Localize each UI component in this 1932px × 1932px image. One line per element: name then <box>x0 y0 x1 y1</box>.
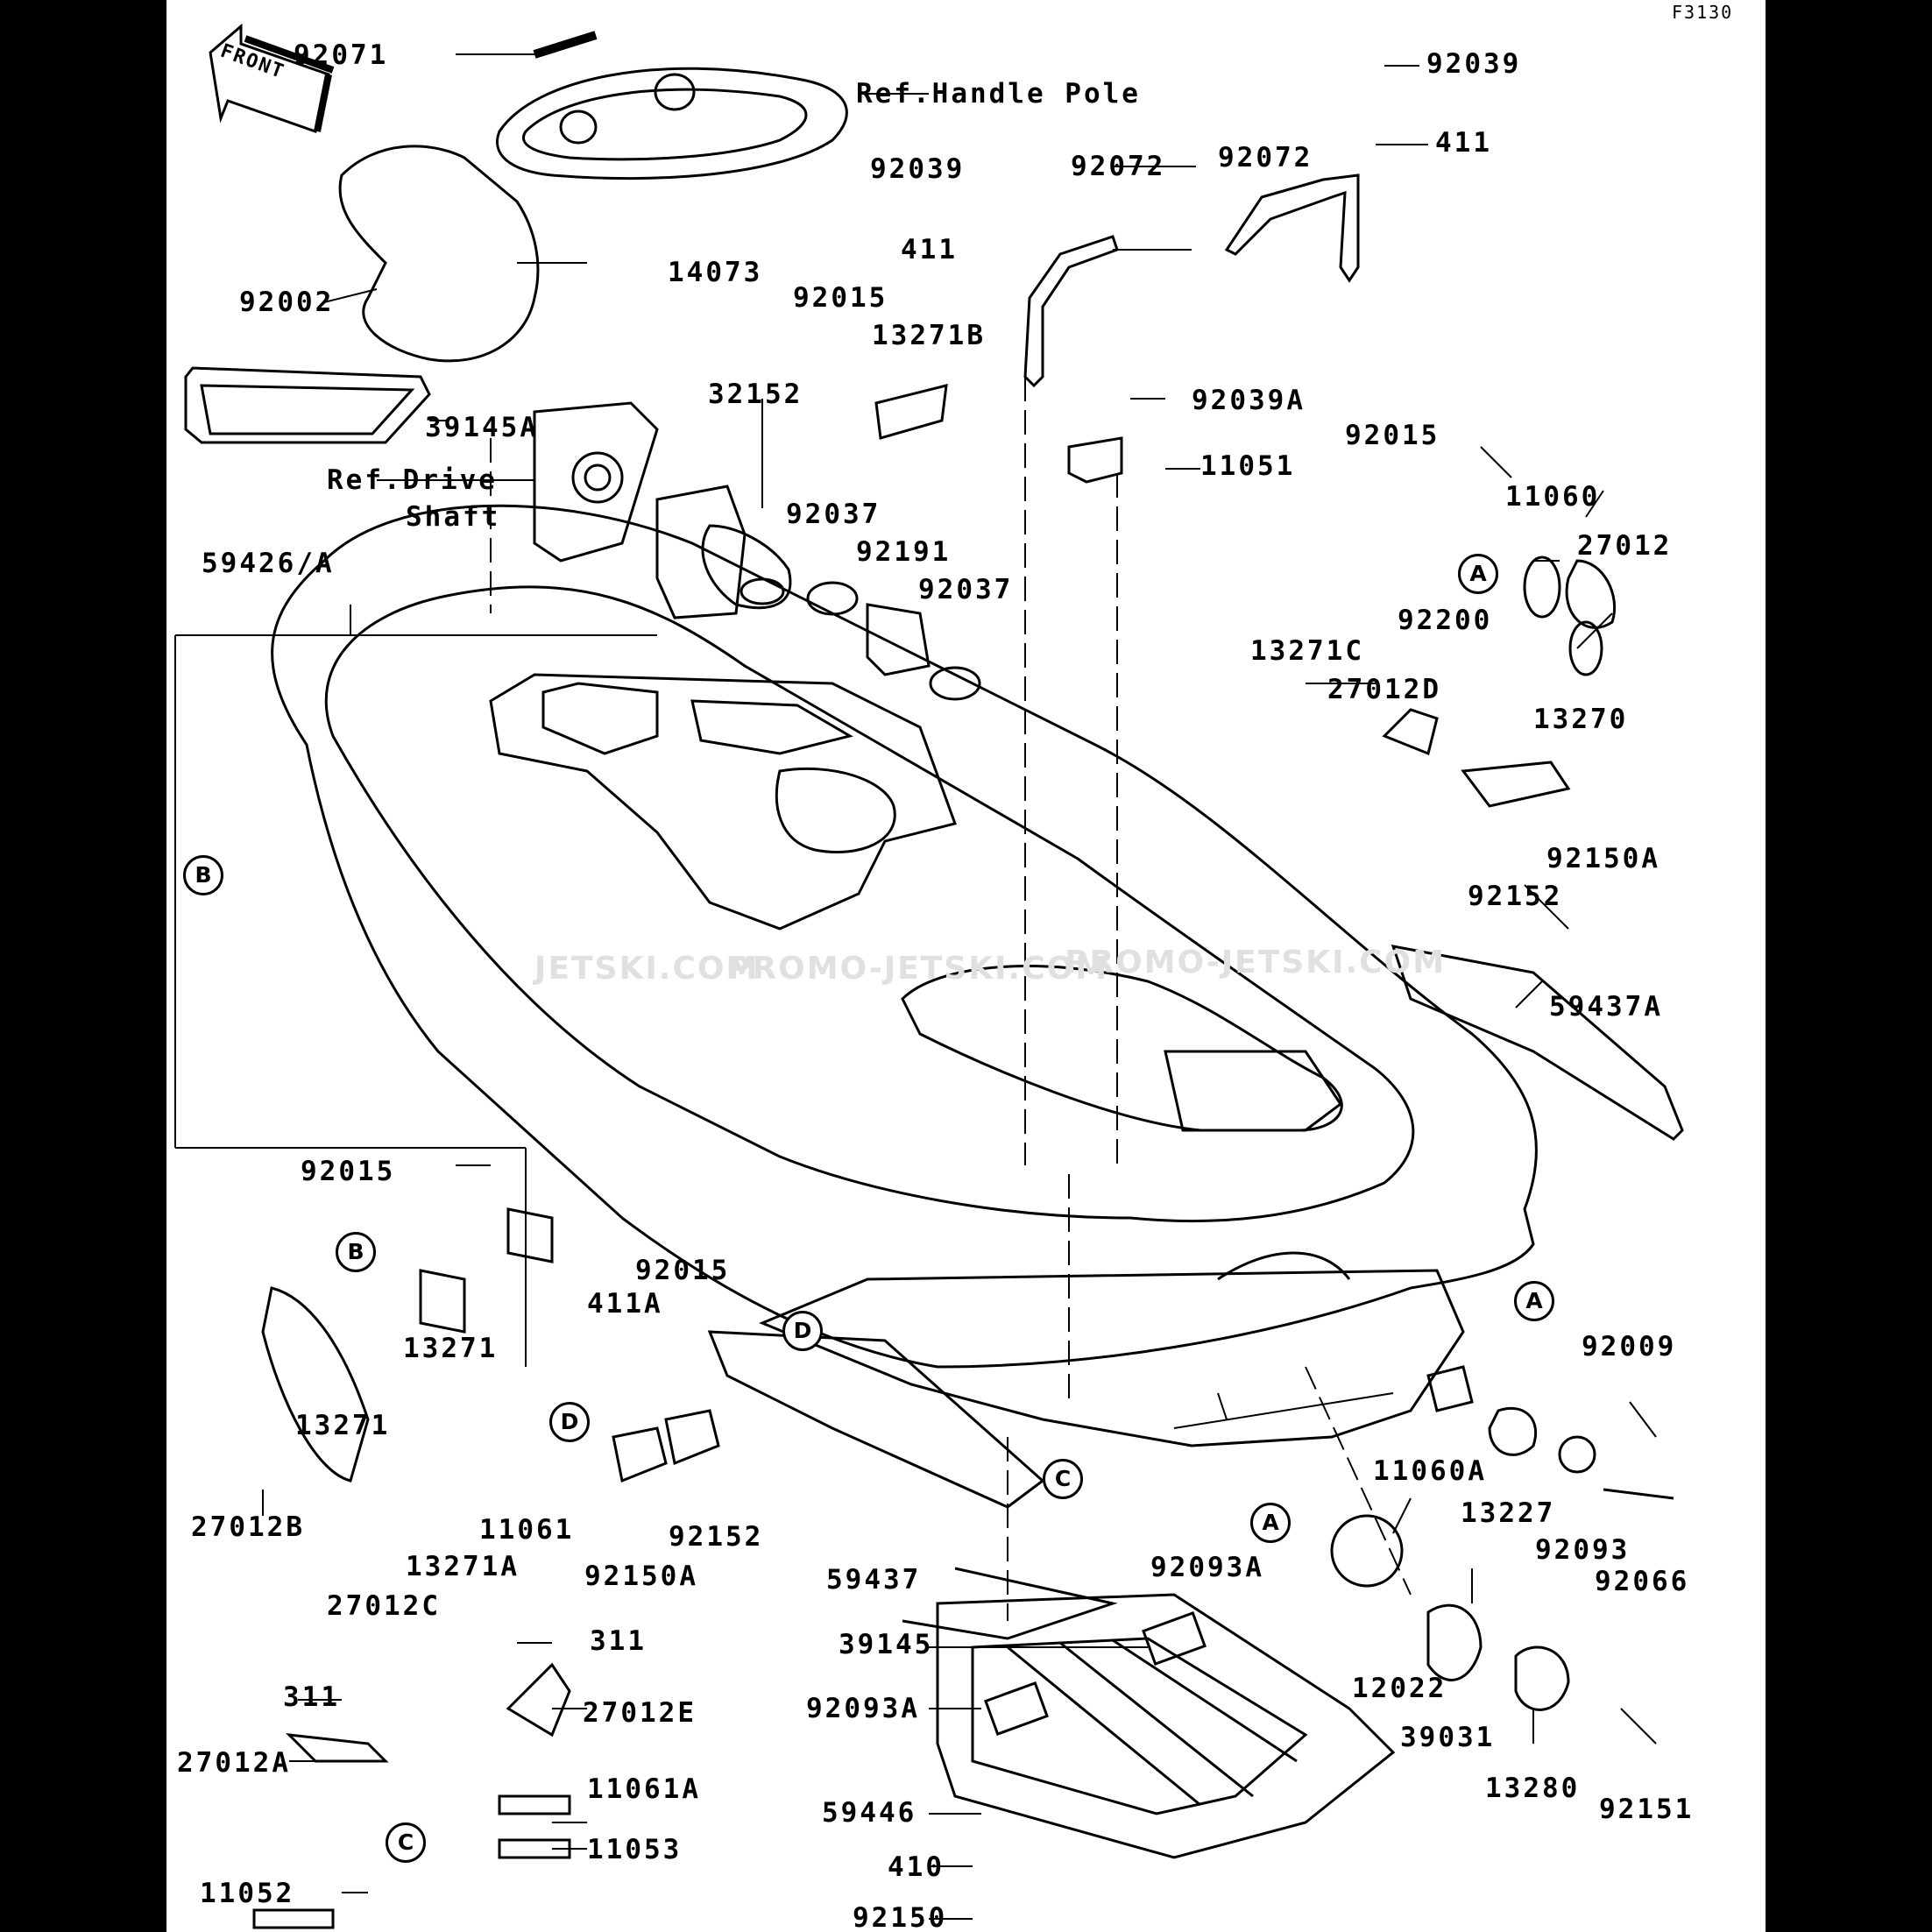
part-label: 13271 <box>403 1333 499 1364</box>
bracket-left <box>1023 235 1119 388</box>
parts-diagram-sheet: F3130 FRONT JETSKI.COM PROMO-JETSKI.COM … <box>166 0 1766 1932</box>
part-label: 92150A <box>1546 843 1660 874</box>
part-label: 411A <box>587 1288 663 1320</box>
part-label: 13270 <box>1533 704 1629 735</box>
part-label: 92152 <box>1468 881 1563 912</box>
part-label: 11061A <box>587 1773 701 1805</box>
part-label: 11061 <box>479 1514 575 1546</box>
part-label: 13271 <box>295 1410 391 1441</box>
part-label: 92015 <box>635 1255 731 1286</box>
part-label: 92151 <box>1599 1794 1695 1825</box>
part-label: 92150 <box>853 1902 948 1932</box>
drive-shaft-plate <box>533 401 659 563</box>
part-label: 59437A <box>1549 991 1663 1023</box>
part-label: 92015 <box>301 1156 396 1187</box>
part-label: 92071 <box>294 39 389 71</box>
handle-pole-plate <box>496 67 848 180</box>
gasket-ring <box>184 366 431 444</box>
front-rail <box>707 1330 1045 1509</box>
part-label: 92015 <box>1345 420 1440 451</box>
right-rail <box>1391 945 1684 1141</box>
intake-grate <box>936 1593 1396 1859</box>
marker-a: A <box>1250 1503 1291 1543</box>
part-label: 92039A <box>1192 385 1306 416</box>
part-label: 92093 <box>1535 1534 1631 1566</box>
part-label: 410 <box>888 1851 945 1883</box>
part-label: 311 <box>283 1681 340 1713</box>
part-label: 27012E <box>583 1697 697 1729</box>
part-label: 11060 <box>1505 481 1601 513</box>
part-label: 92191 <box>856 536 952 568</box>
part-label: 14073 <box>668 257 763 288</box>
marker-a: A <box>1458 554 1498 594</box>
part-label: 411 <box>901 234 958 265</box>
marker-d: D <box>549 1402 590 1442</box>
drive-boot <box>338 145 540 363</box>
part-label: 92037 <box>786 499 881 530</box>
part-label: 39145A <box>425 412 539 443</box>
part-label: 92037 <box>918 574 1014 605</box>
hose-clamp <box>806 581 859 616</box>
ref-handle-pole-label: Ref.Handle Pole <box>856 78 1141 110</box>
part-label: 12022 <box>1352 1673 1447 1704</box>
watermark: JETSKI.COM <box>534 951 760 987</box>
exploded-view-drawing <box>174 23 1684 1929</box>
part-label: 59437 <box>826 1564 922 1596</box>
marker-b: B <box>183 855 223 895</box>
part-label: 39031 <box>1400 1722 1496 1753</box>
part-label: 92009 <box>1582 1331 1677 1362</box>
part-label: 92039 <box>1426 48 1522 80</box>
part-label: 13227 <box>1461 1497 1556 1529</box>
part-label: 27012 <box>1577 530 1673 562</box>
part-label: 13280 <box>1485 1773 1581 1804</box>
watermark: PROMO-JETSKI.COM <box>727 951 1109 987</box>
part-label: 92093A <box>1150 1552 1264 1583</box>
marker-b: B <box>336 1232 376 1272</box>
part-label: 92150A <box>584 1560 698 1592</box>
part-label: 11053 <box>587 1834 683 1865</box>
part-label: 92200 <box>1398 605 1493 636</box>
part-label: 92072 <box>1218 142 1313 173</box>
seat-deck <box>489 673 957 931</box>
part-label: 59446 <box>822 1797 917 1829</box>
part-label: 411 <box>1435 127 1492 159</box>
front-arrow-icon <box>209 23 335 133</box>
part-label: 32152 <box>708 379 803 410</box>
part-label: 92015 <box>793 282 888 314</box>
part-label: 11051 <box>1200 450 1296 482</box>
part-label: 59426/A <box>202 548 335 579</box>
part-label: 27012C <box>327 1590 441 1622</box>
part-label: 39145 <box>839 1629 934 1660</box>
marker-c: C <box>386 1822 426 1863</box>
part-label: 13271C <box>1250 635 1364 667</box>
ref-drive-shaft-label-line1: Ref.Drive <box>327 464 498 496</box>
part-label: 92093A <box>806 1693 920 1724</box>
part-label: 13271A <box>406 1551 520 1582</box>
ref-drive-shaft-label-line2: Shaft <box>406 501 501 533</box>
part-label: 11052 <box>200 1878 295 1909</box>
marker-c: C <box>1043 1459 1083 1499</box>
marker-d: D <box>782 1311 823 1351</box>
part-label: 92002 <box>239 287 335 318</box>
part-label: 92072 <box>1071 151 1166 182</box>
part-label: 13271B <box>872 320 986 351</box>
bracket-right <box>1224 173 1360 283</box>
part-label: 27012B <box>191 1511 305 1543</box>
hull-outline <box>271 504 1538 1369</box>
part-label: 92039 <box>870 153 966 185</box>
left-plate <box>261 1286 370 1483</box>
marker-a: A <box>1514 1281 1554 1321</box>
part-label: 311 <box>590 1625 647 1657</box>
part-label: 92152 <box>669 1521 764 1553</box>
disc-part <box>1330 1514 1404 1588</box>
watermark: PROMO-JETSKI.COM <box>1065 945 1447 980</box>
part-label: 27012A <box>177 1747 291 1779</box>
part-label: 27012D <box>1327 674 1441 705</box>
part-label: 92066 <box>1595 1566 1690 1597</box>
part-label: 11060A <box>1373 1455 1487 1487</box>
figure-code: F3130 <box>1672 2 1734 23</box>
